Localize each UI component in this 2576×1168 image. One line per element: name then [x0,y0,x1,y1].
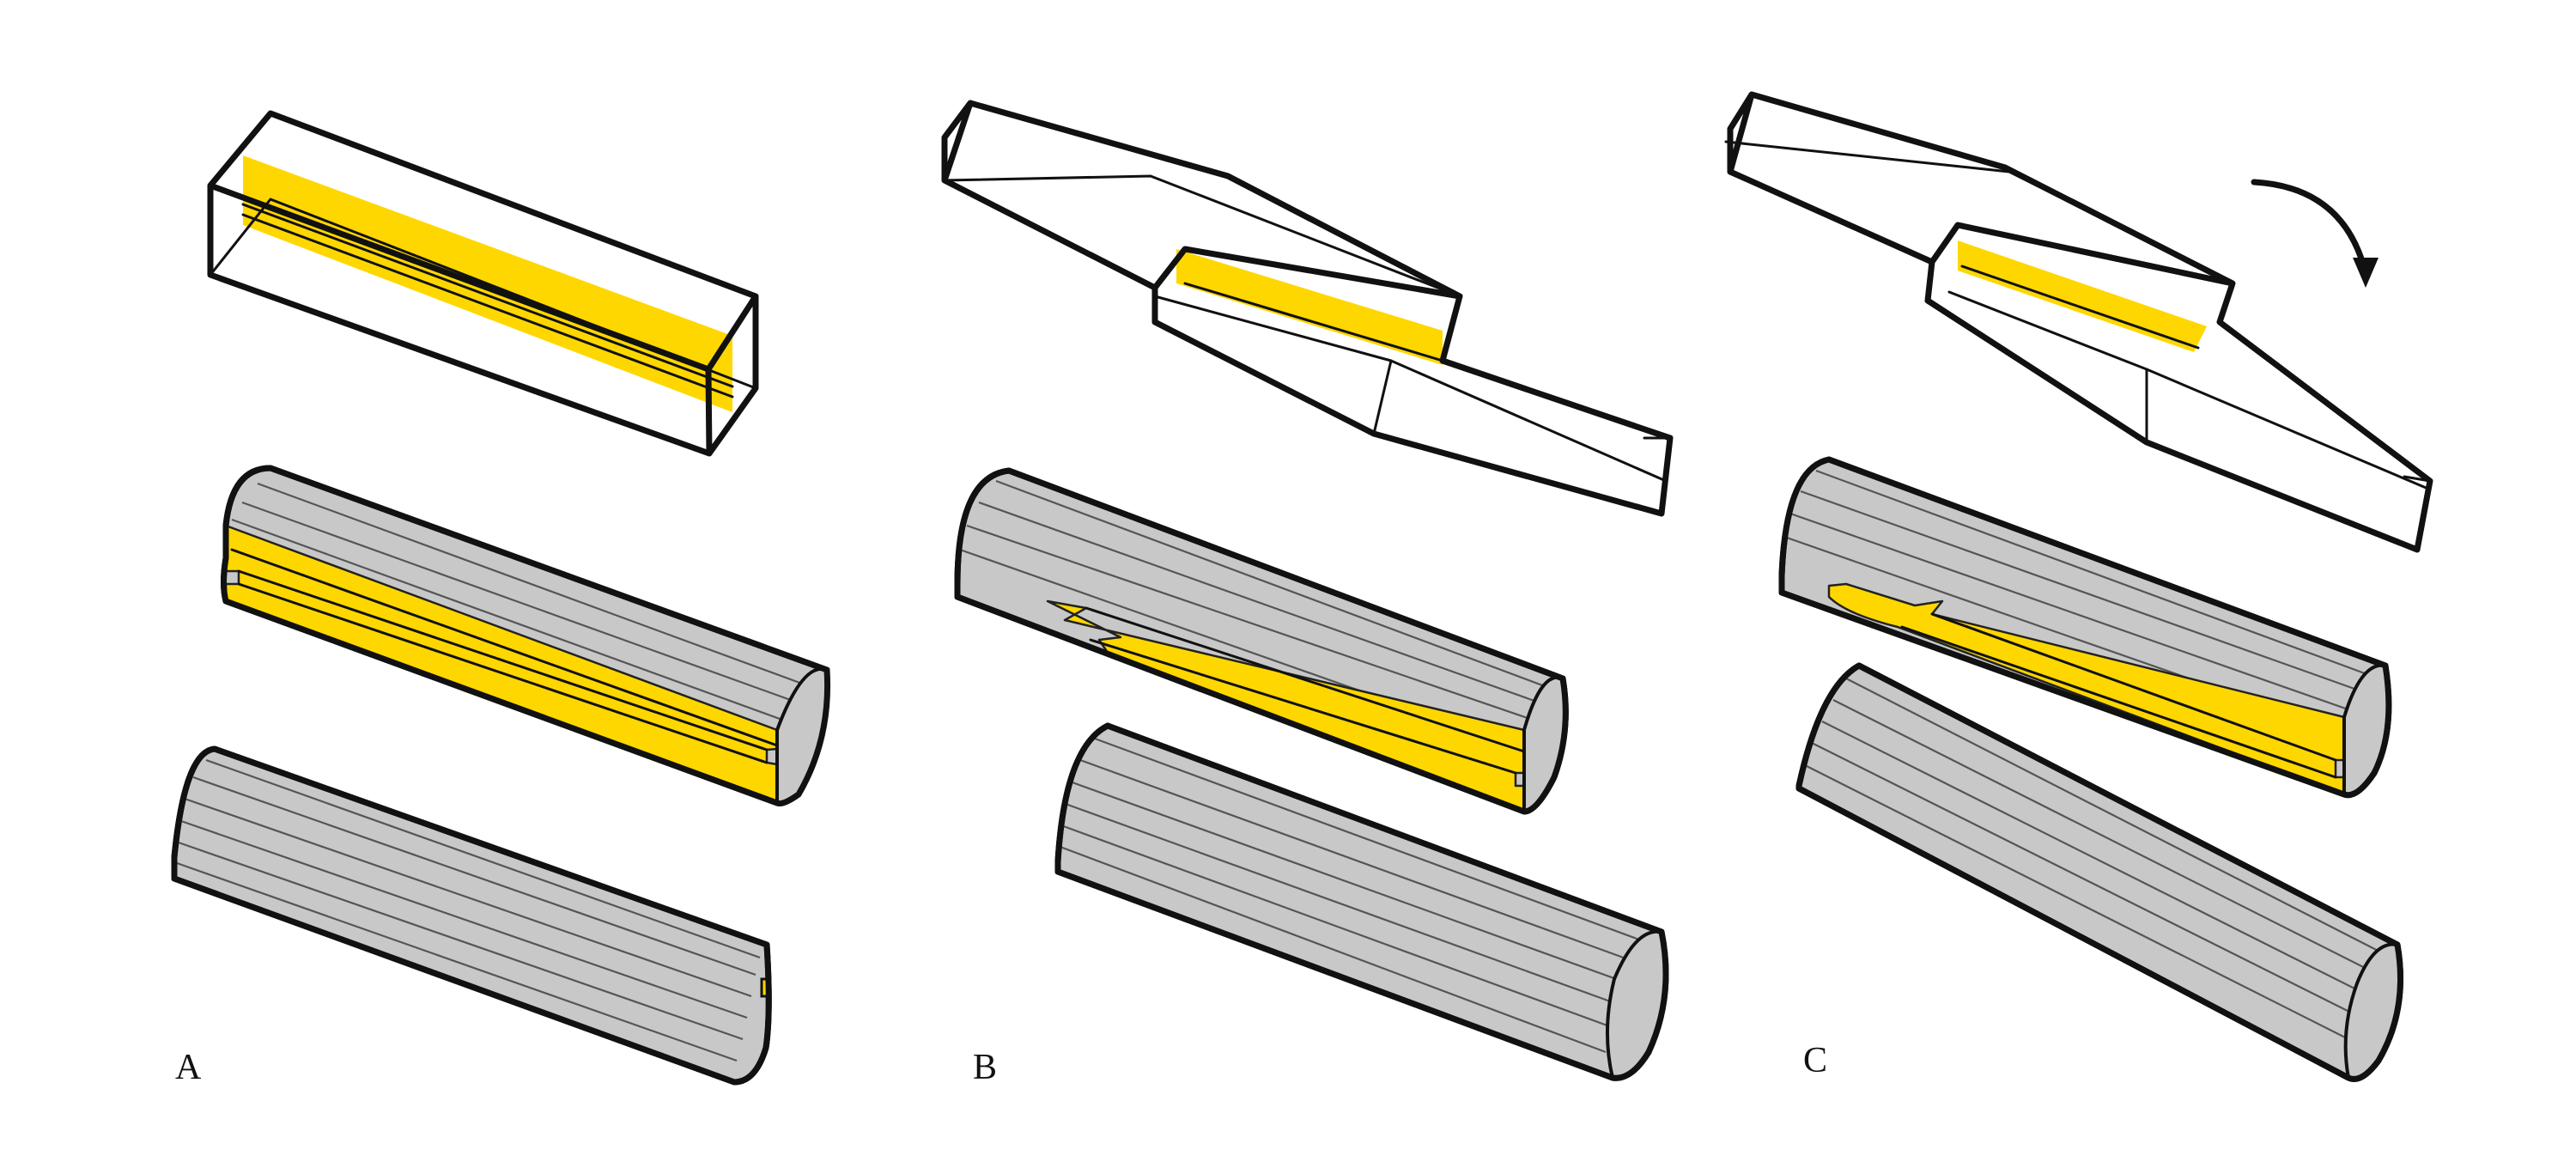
rotation-arrow-head [2353,258,2379,288]
panel-b-block-inner-edges [943,174,1668,483]
panel-b-split-log-cut-face [1046,599,1526,813]
panel-b-whole-log-grain [1057,737,1654,1054]
panel-a-whole-log-grain [175,758,761,1062]
panel-b-whole-log [1054,722,1669,1081]
panel-b-split-log-outline [954,467,1569,815]
panel-a-block-slot-line-2 [241,213,734,398]
panel-b-block-edge-2 [1372,359,1393,435]
panel-c-split-log [1778,456,2392,799]
panel-c [1724,91,2433,1082]
panel-a-split-log-grain [231,482,812,727]
panel-a-split-log [221,465,831,806]
panel-label-b: B [973,1048,998,1087]
panel-a-block-slot-line [241,203,734,388]
panel-c-whole-log-grain [1802,678,2392,1044]
rotation-arrow-icon [2251,179,2369,277]
panel-c-cutting-block [1724,91,2433,553]
panel-a-whole-log-outline [171,745,772,1086]
panel-a-cutting-block [207,110,759,457]
panel-b-split-log [954,467,1569,815]
panel-a-whole-log [171,745,772,1086]
panel-a-split-log-cut-lines [230,548,779,764]
panel-c-whole-log [1795,662,2403,1082]
panel-c-whole-log-outline [1795,662,2403,1082]
panel-b-block-edge-3 [1643,436,1672,515]
panel-c-split-log-cut-lines [1900,612,2337,779]
panel-label-a: A [175,1048,202,1087]
panel-c-block-edge-3 [2403,475,2432,551]
panel-b-split-log-cut-lines [1084,606,1526,775]
panel-b-block-yellow-plane [1176,249,1443,365]
panel-b [941,100,1674,1081]
panel-a-block-outline [207,110,759,457]
panel-label-c: C [1803,1041,1828,1080]
panel-a-split-log-outline [221,465,831,806]
panel-c-block-yellow-plane [1958,240,2207,352]
panel-c-split-log-outline [1778,456,2392,799]
panel-b-cutting-block [941,100,1674,517]
panel-b-whole-log-outline [1054,722,1669,1081]
panel-a [171,110,831,1086]
panel-c-block-inner-edges [1724,140,2432,491]
panel-b-split-log-grain [959,479,1559,749]
